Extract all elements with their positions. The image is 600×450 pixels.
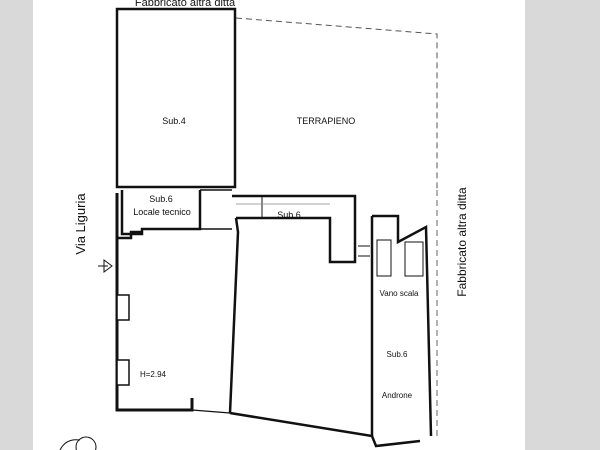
label-top-neighbor: Fabbricato altra ditta [135,0,236,9]
wall-stair-right [372,214,433,437]
label-terrapieno: TERRAPIENO [297,116,356,126]
window-left-2 [116,359,130,386]
wall-interior-divider [228,217,240,414]
label-height: H=2.94 [140,370,167,379]
door-bottom [191,409,231,414]
terrapieno-boundary [235,17,438,190]
north-arrow-icon [75,436,97,450]
label-right-neighbor: Fabbricato altra ditta [455,187,469,297]
label-sub6-corridor: Sub.6 [277,210,301,220]
north-arrow-icon [59,439,81,450]
room-sub4 [115,7,237,189]
window-left [116,294,130,321]
main-wall-inner [117,230,142,240]
corridor-sub6 [232,194,357,264]
stair-flight-2 [404,241,424,277]
label-street: Via Liguria [73,193,88,255]
label-locale-tecnico: Locale tecnico [133,207,191,217]
label-sub4: Sub.4 [162,116,186,126]
label-vano-scala: Vano scala [380,289,420,298]
label-androne: Androne [382,391,413,400]
stair-flight [376,239,392,277]
sheet-frame [33,0,525,450]
main-wall-bottom [229,411,421,448]
label-sub6-tech: Sub.6 [149,194,173,204]
label-sub6-androne: Sub.6 [387,350,408,359]
